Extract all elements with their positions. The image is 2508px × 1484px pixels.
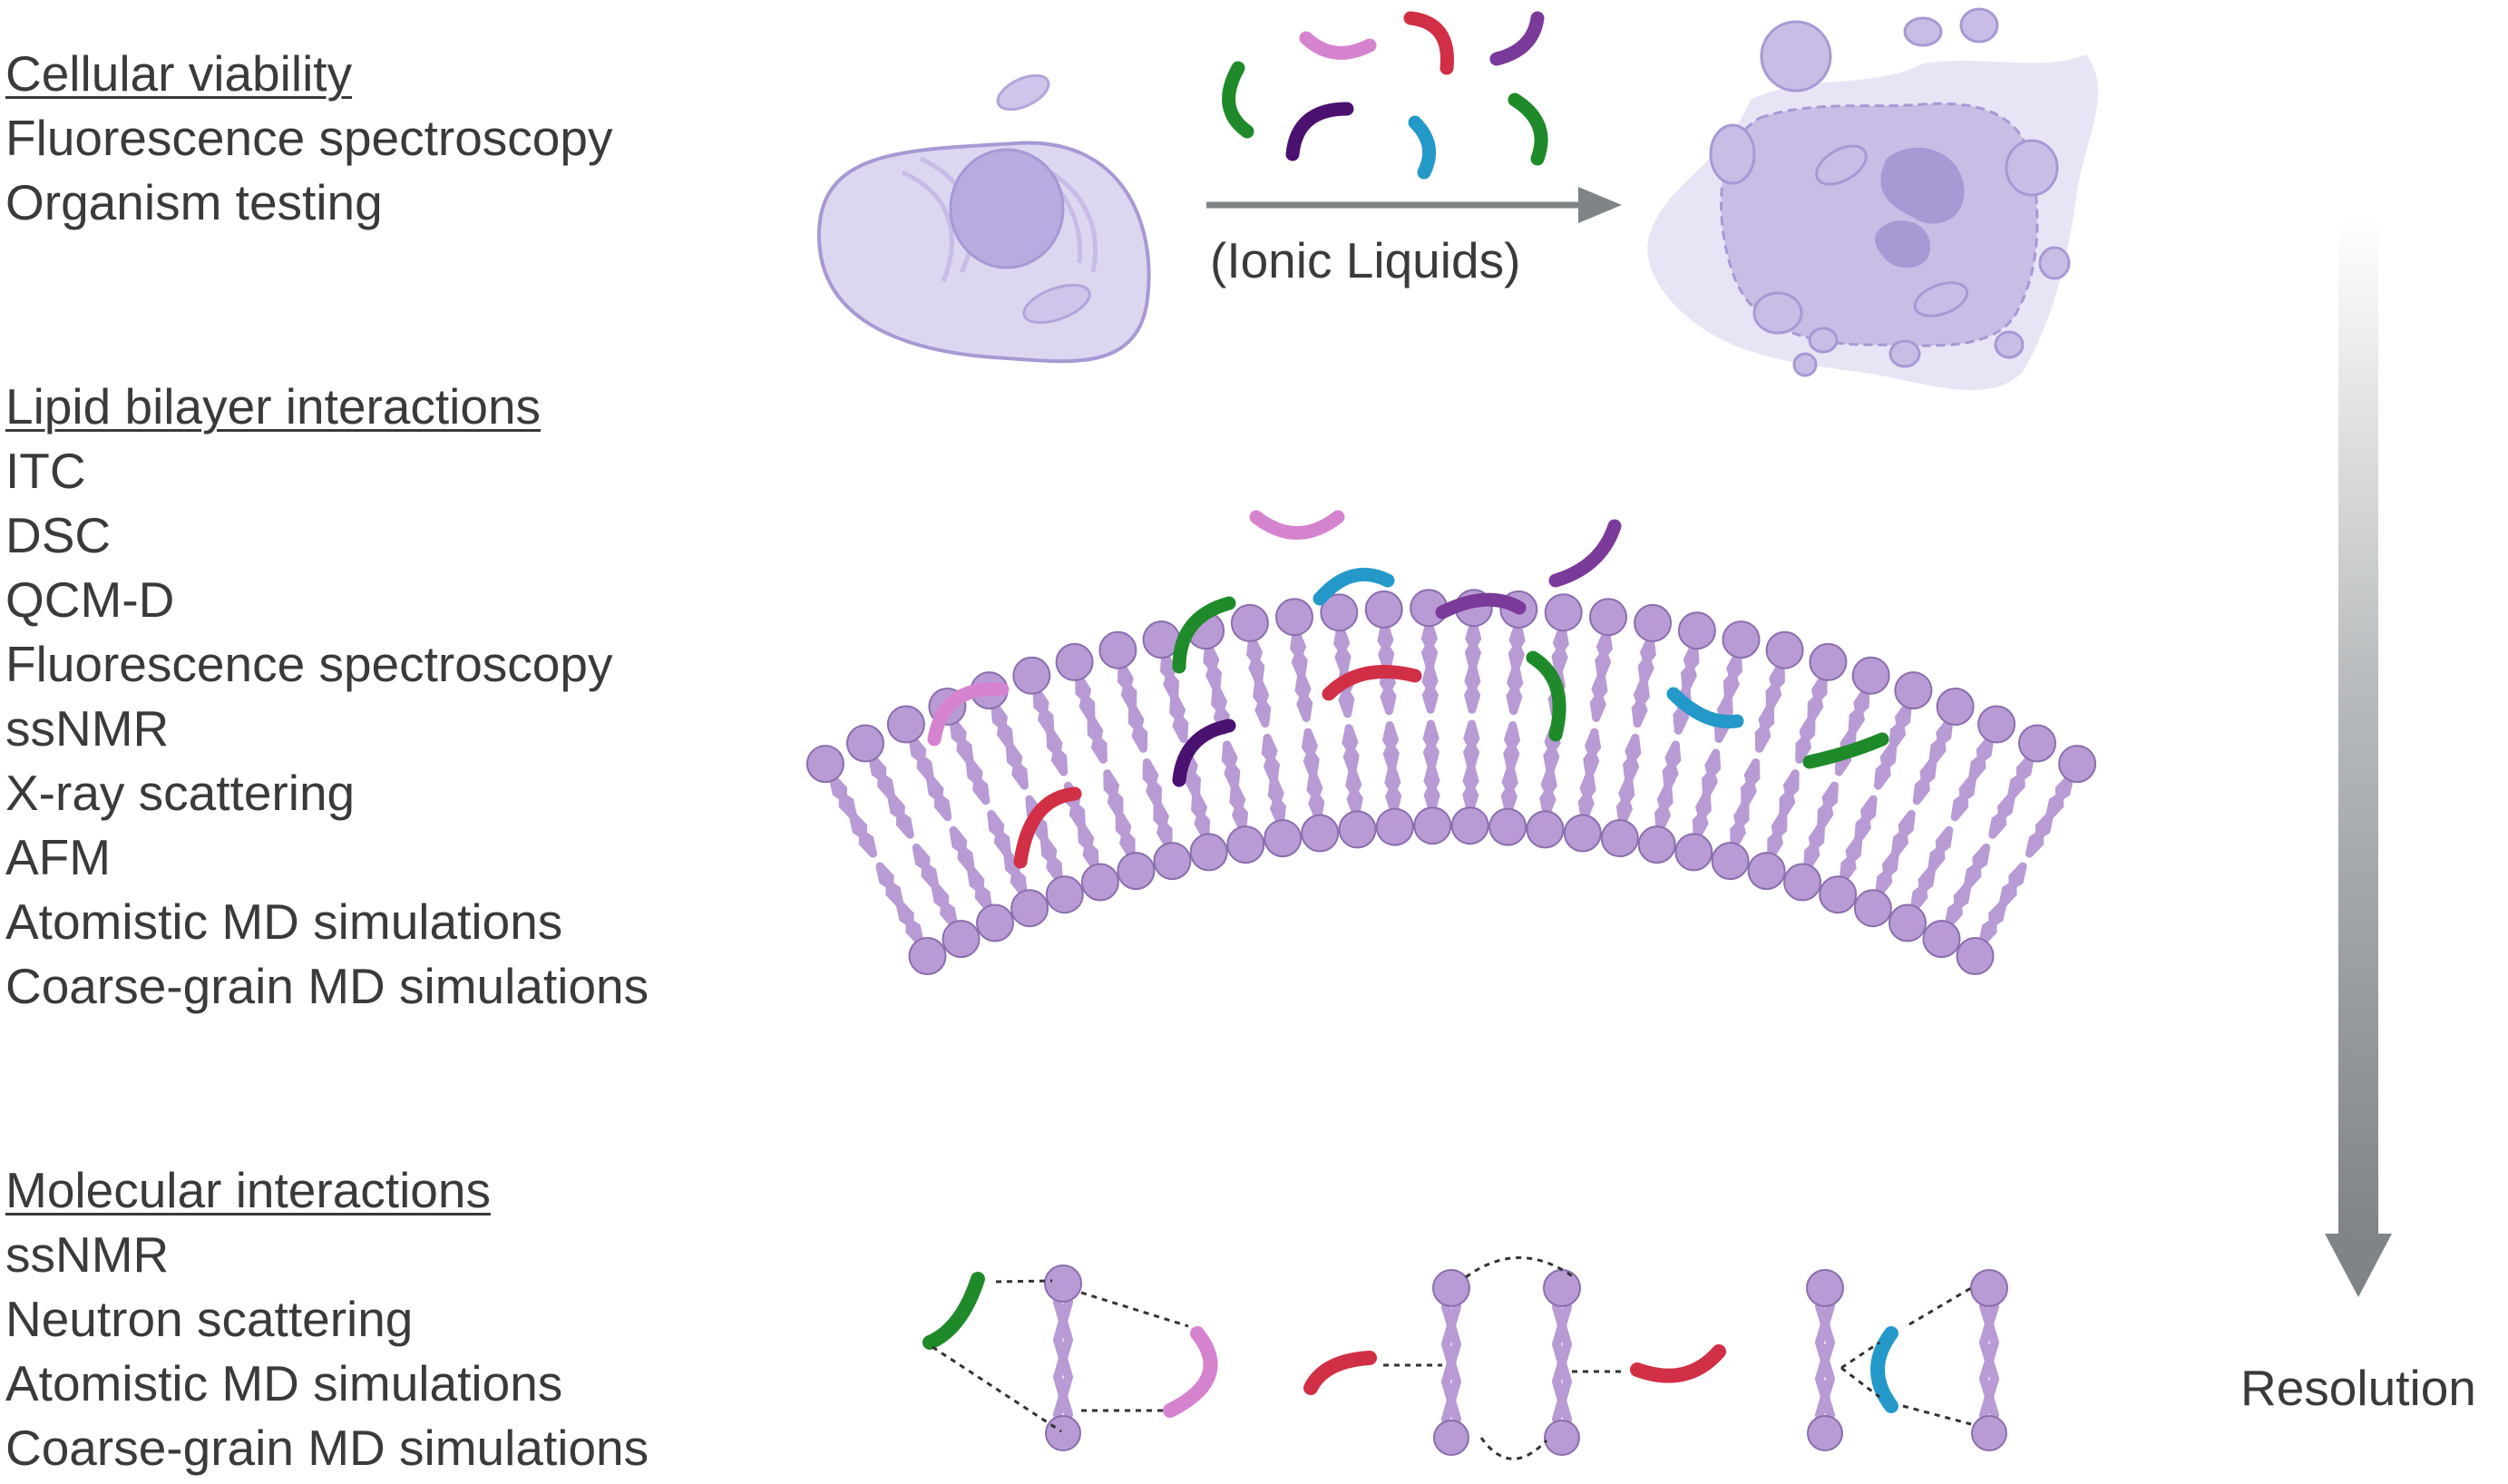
technique-item: Fluorescence spectroscopy: [5, 636, 613, 692]
technique-item: Organism testing: [5, 174, 383, 230]
technique-item: ssNMR: [5, 700, 170, 757]
technique-item: QCM-D: [5, 571, 175, 628]
technique-item: X-ray scattering: [5, 765, 356, 821]
technique-item: Neutron scattering: [5, 1291, 414, 1347]
molecular-interaction-icons: [1044, 1264, 2008, 1456]
healthy-cell-icon: [816, 73, 1151, 364]
resolution-arrow-icon: [2325, 218, 2392, 1297]
bilayer-ionic-liquids-icon: [927, 510, 1889, 869]
section-cellular-viability: Cellular viability Fluorescence spectros…: [5, 42, 612, 235]
technique-item: Coarse-grain MD simulations: [5, 958, 649, 1014]
technique-item: Atomistic MD simulations: [5, 893, 563, 950]
treatment-arrow-icon: [1206, 187, 1622, 223]
section-heading: Molecular interactions: [5, 1162, 491, 1218]
technique-item: Coarse-grain MD simulations: [5, 1420, 649, 1476]
section-heading: Cellular viability: [5, 45, 353, 102]
ionic-liquid-molecules-icon: [1222, 11, 1548, 180]
technique-item: Fluorescence spectroscopy: [5, 110, 613, 166]
resolution-label: Resolution: [2240, 1360, 2476, 1416]
technique-item: DSC: [5, 507, 112, 563]
molecular-ionic-liquids-icon: [922, 1272, 1898, 1418]
section-molecular-interactions: Molecular interactions ssNMR Neutron sca…: [5, 1158, 649, 1480]
section-heading: Lipid bilayer interactions: [5, 378, 542, 434]
technique-item: ssNMR: [5, 1226, 170, 1283]
section-lipid-bilayer-interactions: Lipid bilayer interactions ITC DSC QCM-D…: [5, 375, 649, 1019]
technique-item: AFM: [5, 829, 112, 885]
ionic-liquids-label: (Ionic Liquids): [1210, 232, 1521, 288]
damaged-cell-icon: [1647, 7, 2098, 391]
technique-item: Atomistic MD simulations: [5, 1355, 563, 1411]
technique-item: ITC: [5, 443, 86, 499]
lipid-bilayer-icon: [805, 589, 2097, 975]
interaction-dashed-lines: [932, 1256, 1972, 1460]
